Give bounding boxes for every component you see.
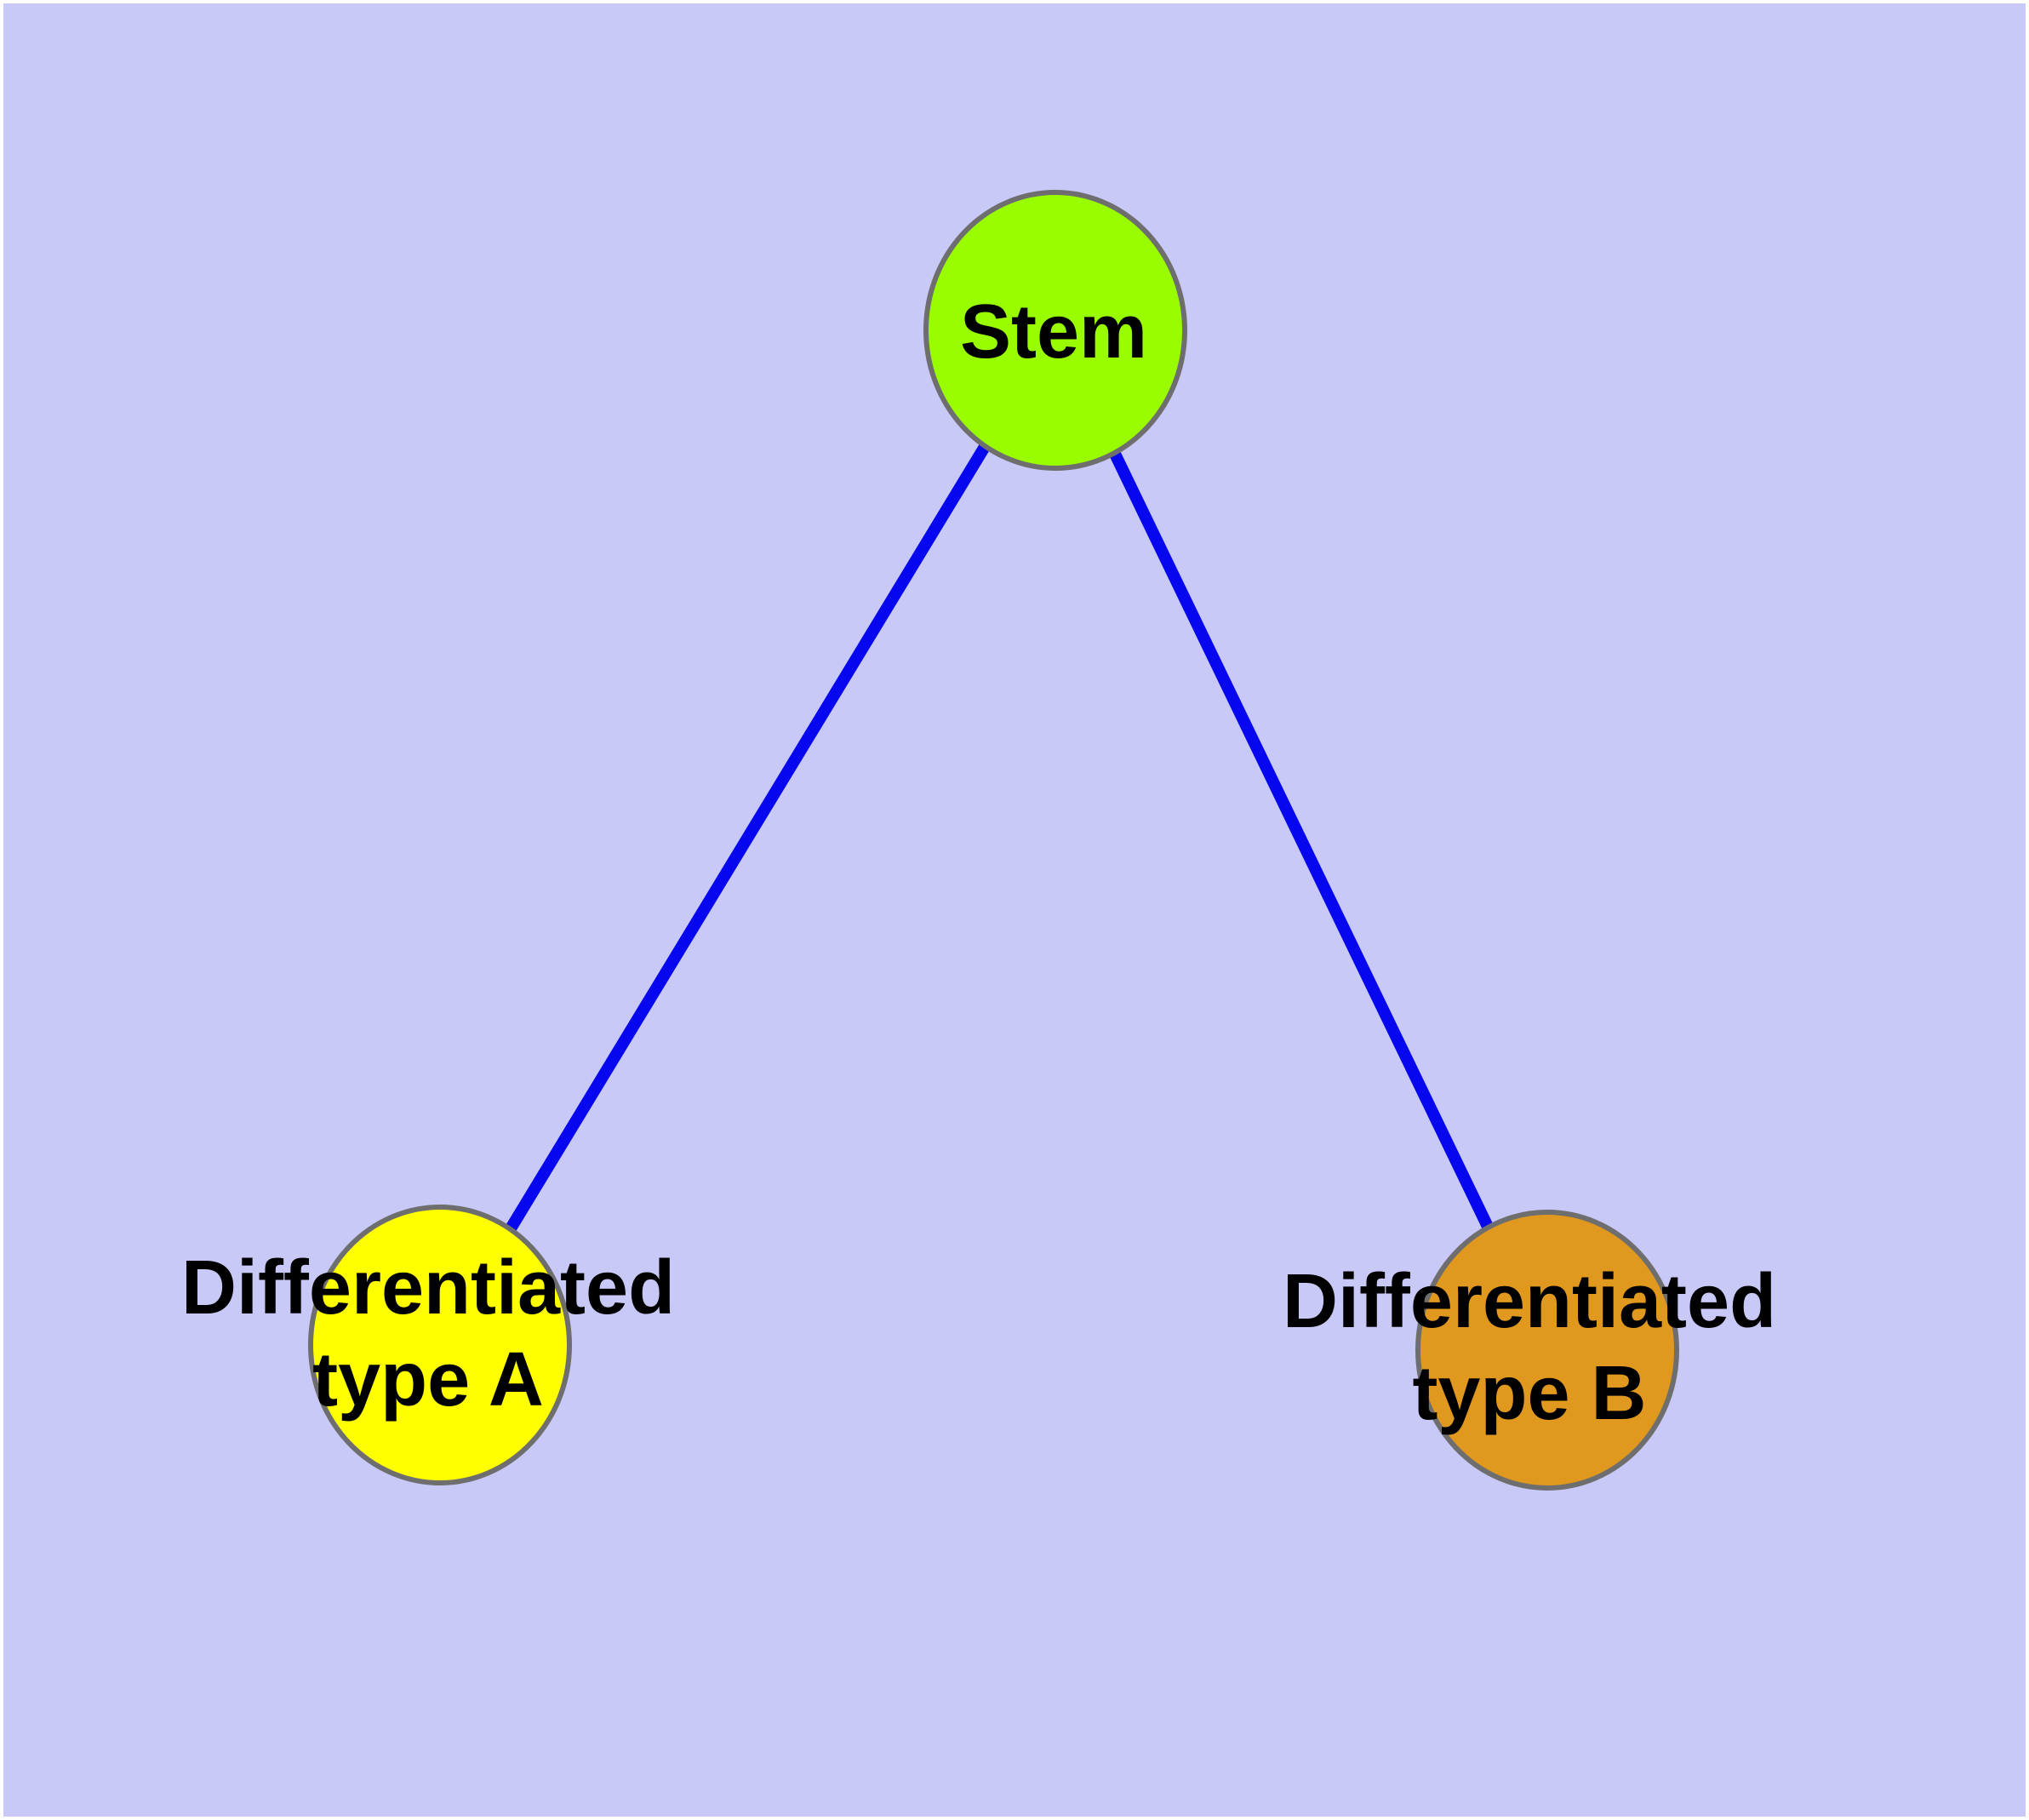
node-stem-circle (923, 190, 1187, 471)
edge-stem-to-type-b (1049, 327, 1553, 1354)
graph-svg (3, 3, 2026, 1817)
node-type-a-circle (308, 1205, 572, 1485)
diagram-canvas: Stem Differentiated type A Differentiate… (3, 3, 2026, 1817)
edge-stem-to-type-a (435, 327, 1060, 1348)
node-type-b-circle (1415, 1210, 1679, 1491)
